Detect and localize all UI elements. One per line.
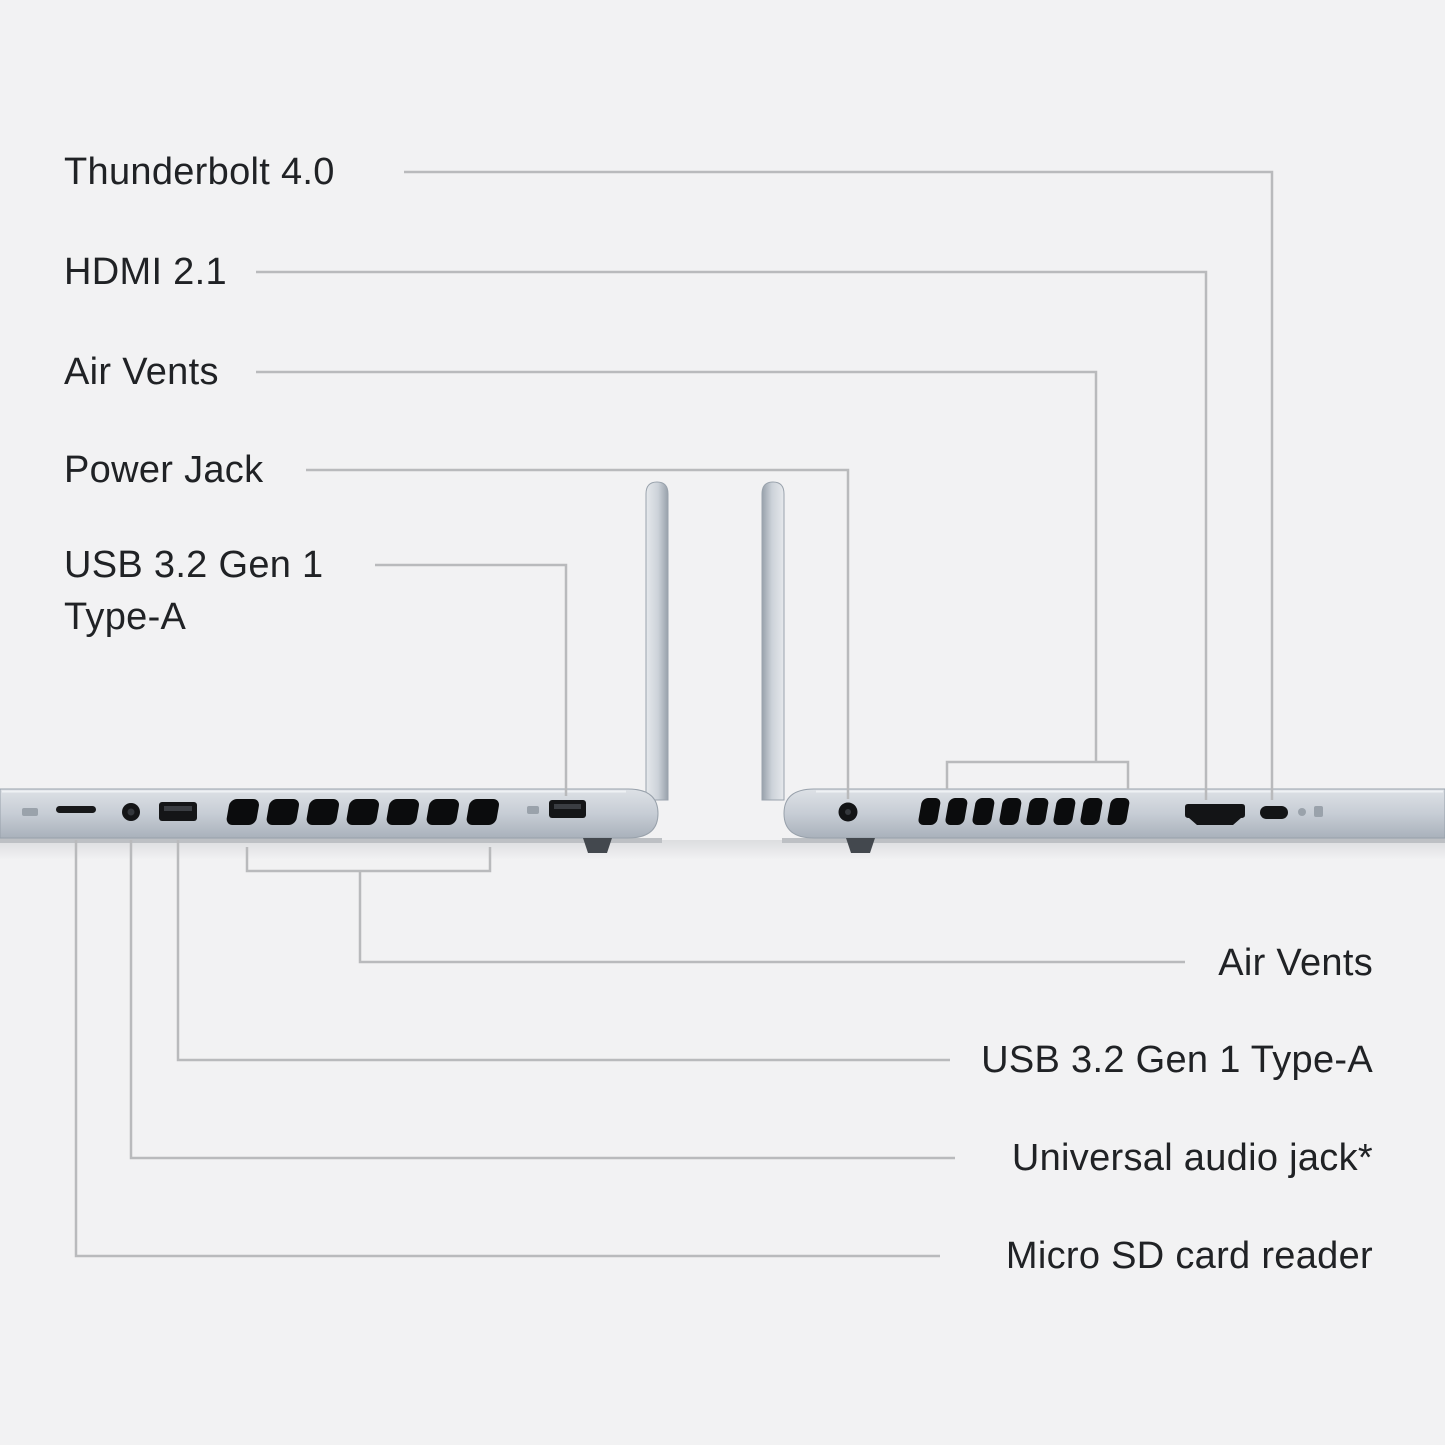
air-vents-left (226, 799, 499, 825)
callout-line-usb-left (375, 563, 568, 796)
surface-shadow (0, 840, 1445, 860)
callout-bracket-air-vents-top (945, 760, 1130, 789)
label-hdmi: HDMI 2.1 (64, 251, 227, 293)
callout-line-thunderbolt (404, 170, 1274, 800)
laptop-right-foot (846, 838, 875, 853)
label-power-jack: Power Jack (64, 449, 264, 491)
laptop-left-shadow (0, 838, 662, 843)
callout-lines (74, 170, 1274, 1258)
label-air-vents-top: Air Vents (64, 351, 219, 393)
label-sd-reader: Micro SD card reader (1005, 1235, 1373, 1277)
thunderbolt-port (1260, 806, 1288, 819)
audio-jack-pin (127, 808, 135, 816)
callout-bracket-air-vents-bottom (245, 847, 492, 873)
callout-line-sd-reader (74, 840, 940, 1258)
usb-speed-icon (527, 806, 539, 814)
label-thunderbolt: Thunderbolt 4.0 (64, 151, 335, 193)
usb-a-tongue-rear (554, 804, 581, 809)
laptop-right-illustration (761, 481, 1445, 853)
callout-line-hdmi (256, 270, 1208, 800)
label-usb-left-line1: USB 3.2 Gen 1 (64, 544, 324, 586)
microsd-slot (56, 806, 96, 813)
air-vents-right (918, 798, 1130, 825)
power-jack-pin (845, 809, 851, 815)
label-usb-left-line2: Type-A (64, 596, 187, 638)
laptop-right-screen (761, 481, 785, 801)
callout-line-power-jack (306, 468, 850, 799)
label-air-vents-bottom: Air Vents (1218, 942, 1373, 984)
lightning-icon (1298, 808, 1306, 816)
label-usb-bottom: USB 3.2 Gen 1 Type-A (981, 1039, 1373, 1081)
callout-line-audio-jack (129, 840, 955, 1160)
callout-line-usb-bottom (176, 840, 950, 1062)
usb-a-tongue-front (164, 806, 192, 811)
label-usb-left: USB 3.2 Gen 1 Type-A (64, 539, 324, 643)
microsd-icon (22, 808, 38, 816)
callout-line-air-vents-bottom (358, 871, 1185, 964)
laptop-left-illustration (0, 481, 669, 853)
lock-icon (1314, 806, 1323, 817)
laptop-left-foot (583, 838, 612, 853)
laptop-left-screen (645, 481, 669, 801)
label-audio-jack: Universal audio jack* (1011, 1137, 1373, 1179)
hdmi-port (1185, 804, 1245, 825)
laptop-right-shadow (782, 838, 1445, 843)
usb-a-port-front (159, 802, 197, 821)
callout-line-air-vents-top (256, 370, 1098, 762)
